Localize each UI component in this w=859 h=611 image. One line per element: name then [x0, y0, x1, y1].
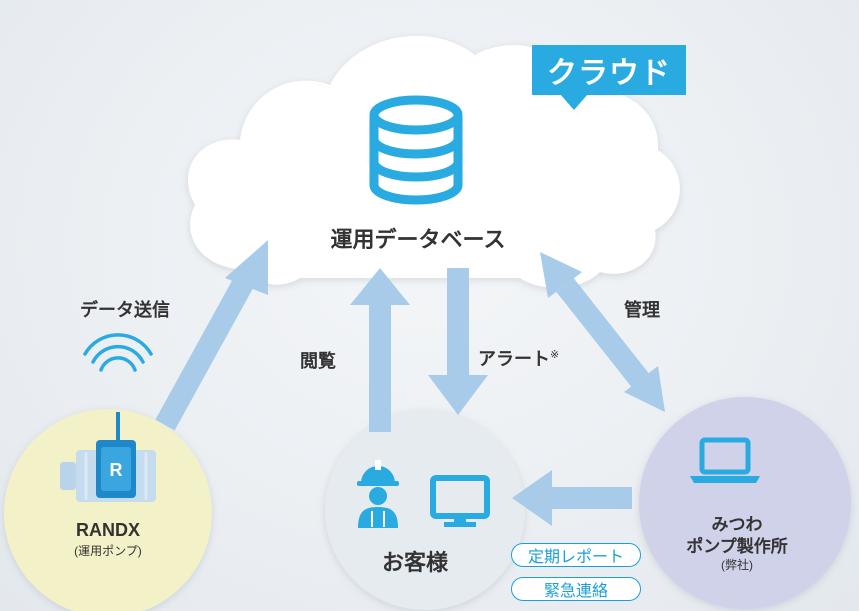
- arrow-report: [512, 470, 632, 526]
- laptop-icon: [690, 437, 760, 483]
- randx-sub: (運用ポンプ): [74, 544, 142, 558]
- randx-name: RANDX: [75, 520, 140, 540]
- cloud-badge-tail: [560, 94, 588, 110]
- mitsuwa-name-line2: ポンプ製作所: [686, 537, 788, 556]
- mitsuwa-circle: [639, 397, 851, 609]
- data-send-label: データ送信: [80, 300, 170, 320]
- svg-text:R: R: [110, 460, 123, 480]
- alert-label: アラート※: [478, 345, 559, 371]
- mitsuwa-name-line1: みつわ: [711, 515, 763, 534]
- monitor-icon: [430, 475, 490, 527]
- alert-text: アラート: [478, 349, 550, 369]
- database-label: 運用データベース: [330, 227, 506, 252]
- mitsuwa-sub: (弊社): [721, 558, 753, 572]
- arrow-browse: [350, 268, 410, 432]
- service-pill-emergency-contact: 緊急連絡: [511, 577, 641, 601]
- arrows: [155, 240, 665, 526]
- cloud-badge: クラウド: [532, 45, 686, 95]
- arrow-alert: [428, 268, 488, 415]
- wifi-icon: [83, 333, 153, 372]
- randx-circle: [4, 409, 212, 611]
- pump-device-icon: R: [60, 412, 156, 502]
- arrow-data-send: [155, 240, 268, 431]
- database-icon: [369, 95, 463, 205]
- alert-mark: ※: [550, 349, 560, 361]
- cloud-shape: [187, 35, 680, 288]
- customer-circle: [325, 410, 525, 610]
- customer-name: お客様: [381, 550, 448, 575]
- browse-label: 閲覧: [300, 351, 336, 371]
- arrow-manage: [540, 252, 665, 412]
- manage-label: 管理: [624, 300, 660, 320]
- service-pill-regular-report: 定期レポート: [511, 543, 641, 567]
- worker-icon: [357, 460, 399, 528]
